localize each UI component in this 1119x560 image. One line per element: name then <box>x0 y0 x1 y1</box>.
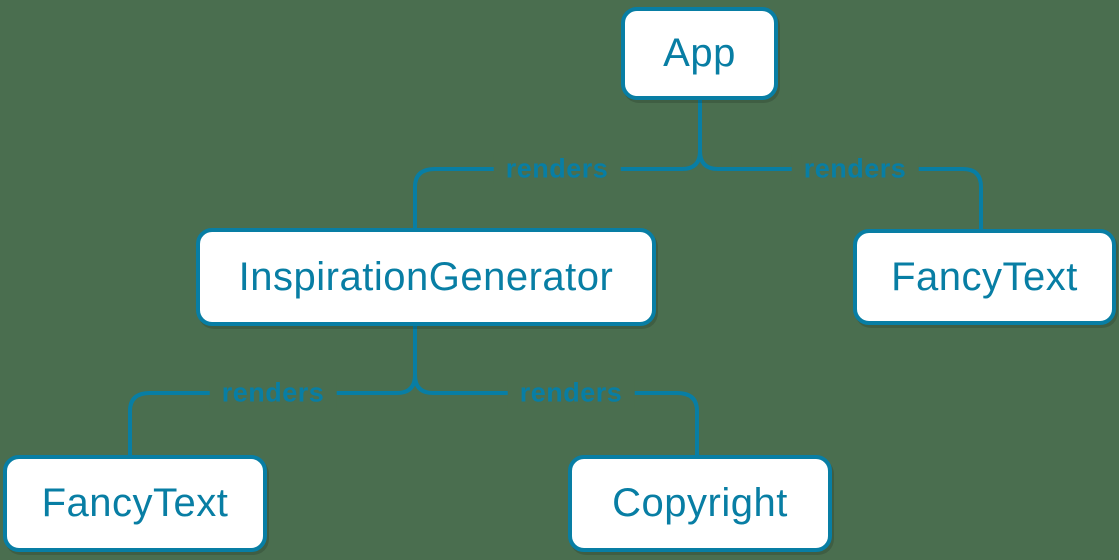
node-label: FancyText <box>41 481 229 525</box>
node-label: Copyright <box>612 481 788 525</box>
edge-inspirationgenerator-copyright <box>413 373 699 457</box>
edge-label-renders-inspirationgenerator-fancytext: renders <box>209 377 337 409</box>
node-copyright: Copyright <box>568 455 832 552</box>
node-label: InspirationGenerator <box>238 254 614 299</box>
edge-label-renders-inspirationgenerator-copyright: renders <box>507 377 635 409</box>
node-app: App <box>621 7 778 100</box>
edge-label-renders-app-inspirationgenerator: renders <box>493 153 621 185</box>
node-inspiration-generator: InspirationGenerator <box>196 228 656 326</box>
edge-app-fancytext <box>698 149 983 231</box>
edge-label-renders-app-fancytext: renders <box>791 153 919 185</box>
node-fancy-text-right: FancyText <box>853 229 1116 325</box>
node-label: App <box>663 31 736 75</box>
node-label: FancyText <box>891 254 1078 299</box>
node-fancy-text-left: FancyText <box>3 455 267 552</box>
